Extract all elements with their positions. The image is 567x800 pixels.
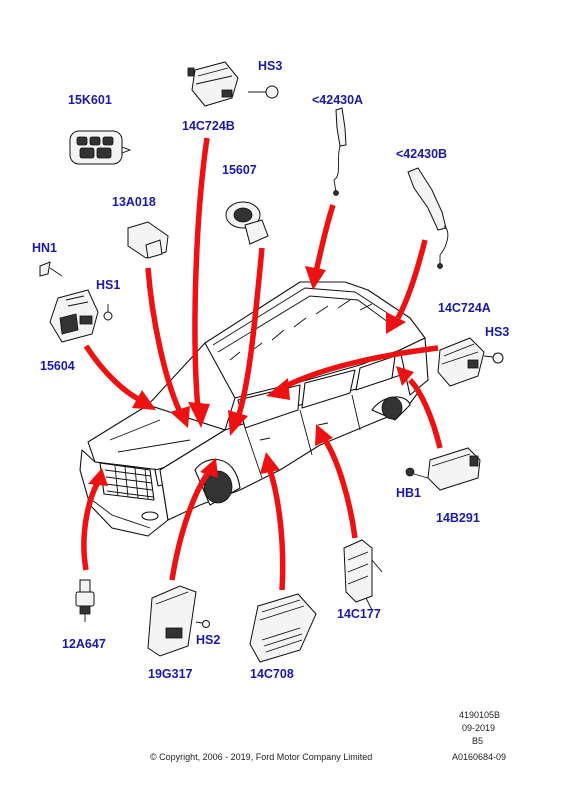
part-15K601-key-fob: [69, 130, 132, 165]
part-42430A-sensor: [333, 107, 347, 196]
part-HN1-nut: [39, 261, 63, 277]
label-15604: 15604: [40, 359, 75, 373]
footer-rev: B5: [472, 736, 483, 746]
label-14C177: 14C177: [337, 607, 381, 621]
part-14B291-module: [427, 447, 481, 491]
label-HS1: HS1: [96, 278, 120, 292]
label-HB1: HB1: [396, 486, 421, 500]
part-15604-module: [49, 289, 99, 343]
part-14C724A-module: [437, 337, 485, 387]
part-42430B-sensor: [407, 167, 449, 269]
label-42430A: <42430A: [312, 93, 363, 107]
label-12A647: 12A647: [62, 637, 106, 651]
part-HS1-screw: [103, 304, 113, 321]
footer-copyright: © Copyright, 2006 - 2019, Ford Motor Com…: [150, 752, 372, 762]
part-13A018-lamp: [127, 221, 169, 259]
footer-date: 09-2019: [462, 723, 495, 733]
label-HN1: HN1: [32, 241, 57, 255]
label-HS2: HS2: [196, 633, 220, 647]
label-15607: 15607: [222, 163, 257, 177]
label-14B291: 14B291: [436, 511, 480, 525]
callout-labels: 15K601 HS3 14C724B <42430A <42430B 15607…: [32, 59, 509, 681]
part-HB1-bolt: [405, 467, 429, 479]
label-19G317: 19G317: [148, 667, 193, 681]
label-13A018: 13A018: [112, 195, 156, 209]
part-15607-siren: [225, 201, 269, 245]
label-14C724B: 14C724B: [182, 119, 235, 133]
part-14C177-bracket: [343, 539, 383, 611]
footer-code: 4190105B: [459, 710, 500, 720]
footer-ref: A0160684-09: [452, 752, 506, 762]
label-14C708: 14C708: [250, 667, 294, 681]
part-14C708-module: [249, 593, 317, 663]
part-HS3-screw: [248, 85, 279, 99]
part-19G317-module: [147, 585, 197, 657]
part-HS3-screw-2: [483, 352, 504, 364]
label-42430B: <42430B: [396, 147, 447, 161]
label-15K601: 15K601: [68, 93, 112, 107]
label-14C724A: 14C724A: [438, 301, 491, 315]
label-HS3-top: HS3: [258, 59, 282, 73]
part-HS2-screw: [195, 620, 210, 628]
label-HS3-right: HS3: [485, 325, 509, 339]
part-12A647-switch: [75, 579, 95, 622]
footer: 4190105B 09-2019 B5 A0160684-09 © Copyri…: [150, 710, 506, 762]
arrows: [81, 137, 443, 591]
part-14C724B-module: [187, 61, 239, 107]
